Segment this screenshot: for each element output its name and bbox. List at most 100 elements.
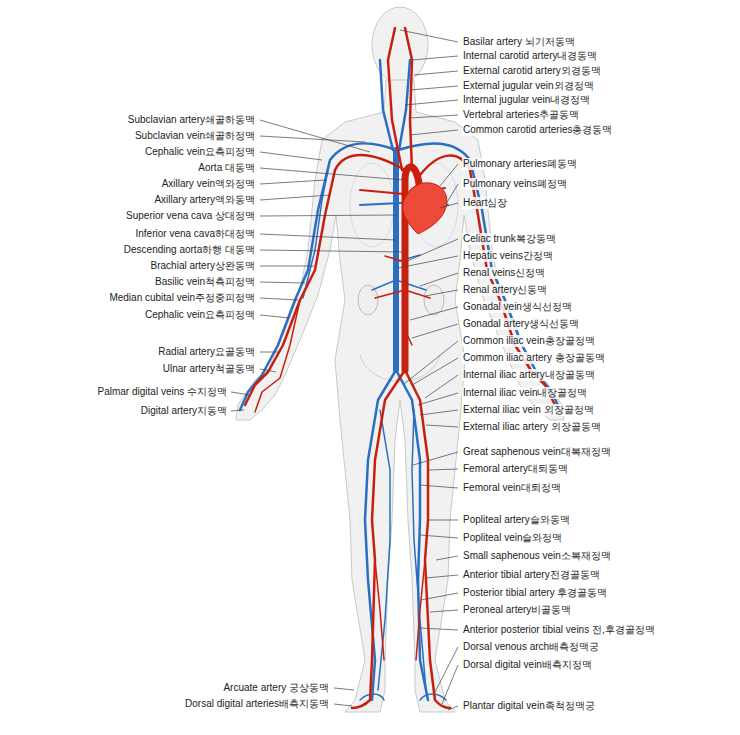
vessel-label: Brachial artery상완동맥 [150, 260, 256, 272]
vessel-label: Posterior tibial artery 후경골동맥 [462, 587, 608, 599]
leader-line [426, 425, 458, 427]
vessel-label: Descending aorta하행 대동맥 [123, 244, 256, 256]
leader-line [420, 535, 458, 538]
vessel-label: Basilar artery 뇌기저동맥 [462, 36, 576, 48]
leader-line [260, 369, 276, 372]
leader-line [412, 358, 458, 385]
leader-line [398, 256, 458, 268]
leader-line [260, 234, 396, 240]
vessel-label: Axillary artery액와동맥 [153, 194, 256, 206]
vessel-label: Vertebral arteries추골동맥 [462, 109, 580, 121]
vessel-label: Dorsal digital vein배측지정맥 [462, 659, 593, 671]
leader-line [412, 56, 458, 60]
vessel-label: Internal iliac artery내장골동맥 [462, 369, 596, 381]
carotid-artery [388, 28, 402, 170]
leader-line [400, 30, 458, 42]
vessel-label: Superior vena cava 상대정맥 [125, 210, 256, 222]
saphenous-vein [412, 410, 426, 690]
leader-line [334, 704, 352, 706]
vessel-label: Common carotid arteries총경동맥 [462, 124, 613, 136]
vessel-label: Heart심장 [462, 197, 508, 209]
leader-line [260, 266, 314, 267]
vessel-label: Aorta 대동맥 [197, 162, 256, 174]
vessel-label: Basilic vein척측피정맥 [154, 276, 256, 288]
vessel-label: Pulmonary veins폐정맥 [462, 178, 568, 190]
vessel-label: Axillary vein액와정맥 [161, 178, 256, 190]
leader-line [413, 452, 458, 465]
leader-line [260, 298, 298, 300]
vessel-label: Inferior vena cava하대정맥 [135, 228, 257, 240]
leader-line [410, 307, 458, 320]
leader-line [260, 215, 396, 216]
leader-line [231, 410, 244, 411]
leader-line [440, 164, 458, 186]
leader-line [410, 115, 458, 118]
vessel-label: Subclavian vein쇄골하정맥 [134, 130, 256, 142]
vessel-label: Great saphenous vein대복재정맥 [462, 446, 612, 458]
leader-line [435, 647, 458, 692]
tibial-artery [375, 560, 425, 660]
leader-line [260, 282, 305, 283]
leader-line [405, 239, 458, 262]
vessel-label: Popliteal artery슬와동맥 [462, 514, 571, 526]
arm-vein [240, 143, 396, 410]
leader-line [448, 706, 458, 710]
leader-line [426, 575, 458, 578]
vessel-label: Dorsal venous arch배측정맥궁 [462, 641, 600, 653]
leader-line [405, 100, 458, 105]
leader-line [260, 168, 404, 180]
leader-line [420, 410, 458, 415]
heart-shape [403, 183, 447, 234]
vessel-label: Hepatic veins간정맥 [462, 250, 554, 262]
vessel-label: Femoral artery대퇴동맥 [462, 463, 569, 475]
vessel-label: Cephalic vein요측피정맥 [144, 309, 256, 321]
vessel-label: External iliac artery 외장골동맥 [462, 421, 602, 433]
leader-line [410, 86, 458, 90]
vessel-label: Subclavian artery쇄골하동맥 [127, 114, 256, 126]
leader-line [412, 324, 458, 338]
vessel-label: Femoral vein대퇴정맥 [462, 482, 562, 494]
vessel-label: Celiac trunk복강동맥 [462, 233, 557, 245]
leader-line [414, 71, 458, 75]
vessel-label: Small saphenous vein소복재정맥 [462, 550, 612, 562]
vessel-label: Arcuate artery 궁상동맥 [222, 682, 330, 694]
leader-line [436, 556, 458, 560]
leader-line [334, 688, 354, 690]
vessel-label: Radial artery요골동맥 [157, 346, 256, 358]
vessel-label: Common iliac vein총장골정맥 [462, 335, 596, 347]
vessel-label: Median cubital vein주정중피정맥 [108, 292, 256, 304]
vessel-label: Internal jugular vein내경정맥 [462, 94, 591, 106]
vessel-label: Internal carotid artery내경동맥 [462, 50, 599, 62]
vessel-label: Cephalic vein요측피정맥 [144, 146, 256, 158]
vessel-label: Popliteal vein슬와정맥 [462, 532, 563, 544]
leader-line [420, 628, 458, 630]
vessel-label: Peroneal artery비골동맥 [462, 604, 572, 616]
leader-line [420, 273, 458, 286]
leader-line [231, 392, 250, 395]
leader-line [425, 290, 458, 296]
leader-line [260, 136, 365, 142]
vessel-label: External iliac vein 외장골정맥 [462, 404, 595, 416]
carotid-artery [405, 28, 412, 170]
leader-line [260, 195, 330, 200]
leader-line [421, 593, 458, 600]
leg-artery [352, 370, 405, 708]
leader-line [446, 184, 458, 204]
vessel-label: Renal veins신정맥 [462, 267, 546, 279]
vessel-label: Dorsal digital arteries배측지동맥 [184, 698, 330, 710]
vessel-label: Internal iliac vein내장골정맥 [462, 387, 588, 399]
vessel-label: Palmar digital veins 수지정맥 [97, 386, 228, 398]
vessel-label: External carotid artery외경동맥 [462, 65, 602, 77]
vessel-label: Digital artery지동맥 [140, 405, 228, 417]
ulnar-artery [255, 300, 300, 412]
vessel-label: Anterior posterior tibial veins 전,후경골정맥 [462, 624, 656, 636]
leader-line [418, 393, 458, 405]
vessel-label: Gonadal artery생식선동맥 [462, 318, 580, 330]
vessel-label: Ulnar artery척골동맥 [162, 363, 256, 375]
vessel-label: Renal artery신동맥 [462, 284, 548, 296]
leader-line [260, 315, 290, 318]
vessel-label: Anterior tibial artery전경골동맥 [462, 569, 601, 581]
leader-line [420, 485, 458, 488]
leader-line [440, 203, 458, 208]
